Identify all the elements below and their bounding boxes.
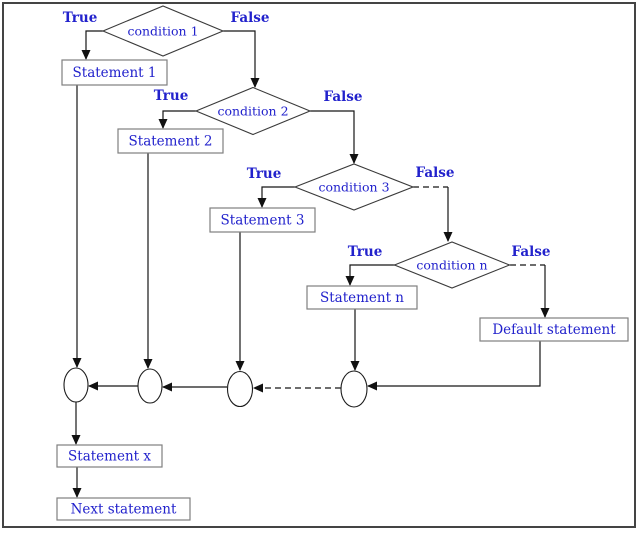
default-statement-box-shape (479, 317, 629, 342)
join-connector-4 (340, 370, 368, 408)
statement-3-box-label: Statement 3 (221, 213, 305, 229)
statement-2-box-label: Statement 2 (129, 134, 213, 150)
condition-1-true-label: True (63, 10, 98, 26)
default-statement-box-label: Default statement (492, 322, 616, 338)
cond1-false-to-cond2 (223, 30, 260, 88)
join-connector-3-shape (226, 370, 254, 408)
condition-3-diamond: condition 3 (293, 163, 415, 211)
condition-2-false-label: False (324, 89, 363, 105)
statement-x-box-label: Statement x (68, 449, 151, 465)
condition-3-false-label: False (416, 165, 455, 181)
condition-2-true-label: True (154, 88, 189, 104)
join-connector-1-shape (63, 367, 89, 403)
condition-n-diamond: condition n (393, 241, 511, 289)
next-statement-box-shape (56, 497, 191, 521)
condition-n-true-label: True (348, 244, 383, 260)
nodes-layer: condition 1 condition 2 condition 3 conditi… (56, 5, 629, 521)
join-connector-1 (63, 367, 89, 403)
condition-1-diamond-label: condition 1 (127, 24, 198, 39)
condition-2-diamond-label: condition 2 (217, 104, 288, 119)
condition-3-true-label: True (247, 166, 282, 182)
condition-3-diamond-shape (293, 163, 415, 211)
condition-n-false-label: False (512, 244, 551, 260)
condition-2-diamond-shape (194, 86, 312, 136)
cond3-true-to-statement3 (257, 186, 295, 208)
statement-x-box: Statement x (56, 444, 163, 468)
cond1-true-to-statement1 (81, 30, 103, 60)
cond2-true-to-statement2 (158, 110, 196, 129)
join-connector-4-shape (340, 370, 368, 408)
statement-n-box-label: Statement n (320, 290, 404, 306)
condition-3-diamond-label: condition 3 (318, 180, 389, 195)
condition-1-diamond: condition 1 (101, 5, 225, 57)
join-connector-3 (226, 370, 254, 408)
statement-3-box-shape (209, 207, 316, 233)
default-to-join4 (367, 341, 541, 391)
next-statement-box-label: Next statement (71, 502, 177, 518)
condn-true-to-statementn (345, 264, 395, 286)
condition-n-diamond-label: condition n (416, 258, 487, 273)
condition-2-diamond: condition 2 (194, 86, 312, 136)
statement-1-box-shape (61, 59, 168, 86)
next-statement-box: Next statement (56, 497, 191, 521)
statement-1-box: Statement 1 (61, 59, 168, 86)
statement-1-box-label: Statement 1 (73, 65, 157, 81)
condition-1-false-label: False (231, 10, 270, 26)
statement-2-box: Statement 2 (117, 128, 224, 154)
statement-n-box-shape (306, 285, 418, 310)
default-statement-box: Default statement (479, 317, 629, 342)
edges-layer (71, 30, 550, 498)
statement-2-box-shape (117, 128, 224, 154)
statement-n-box: Statement n (306, 285, 418, 310)
statement-x-box-shape (56, 444, 163, 468)
condition-n-diamond-shape (393, 241, 511, 289)
statement-3-box: Statement 3 (209, 207, 316, 233)
cond2-false-to-cond3 (310, 110, 359, 164)
join-connector-2-shape (137, 368, 163, 404)
condition-1-diamond-shape (101, 5, 225, 57)
join-connector-2 (137, 368, 163, 404)
